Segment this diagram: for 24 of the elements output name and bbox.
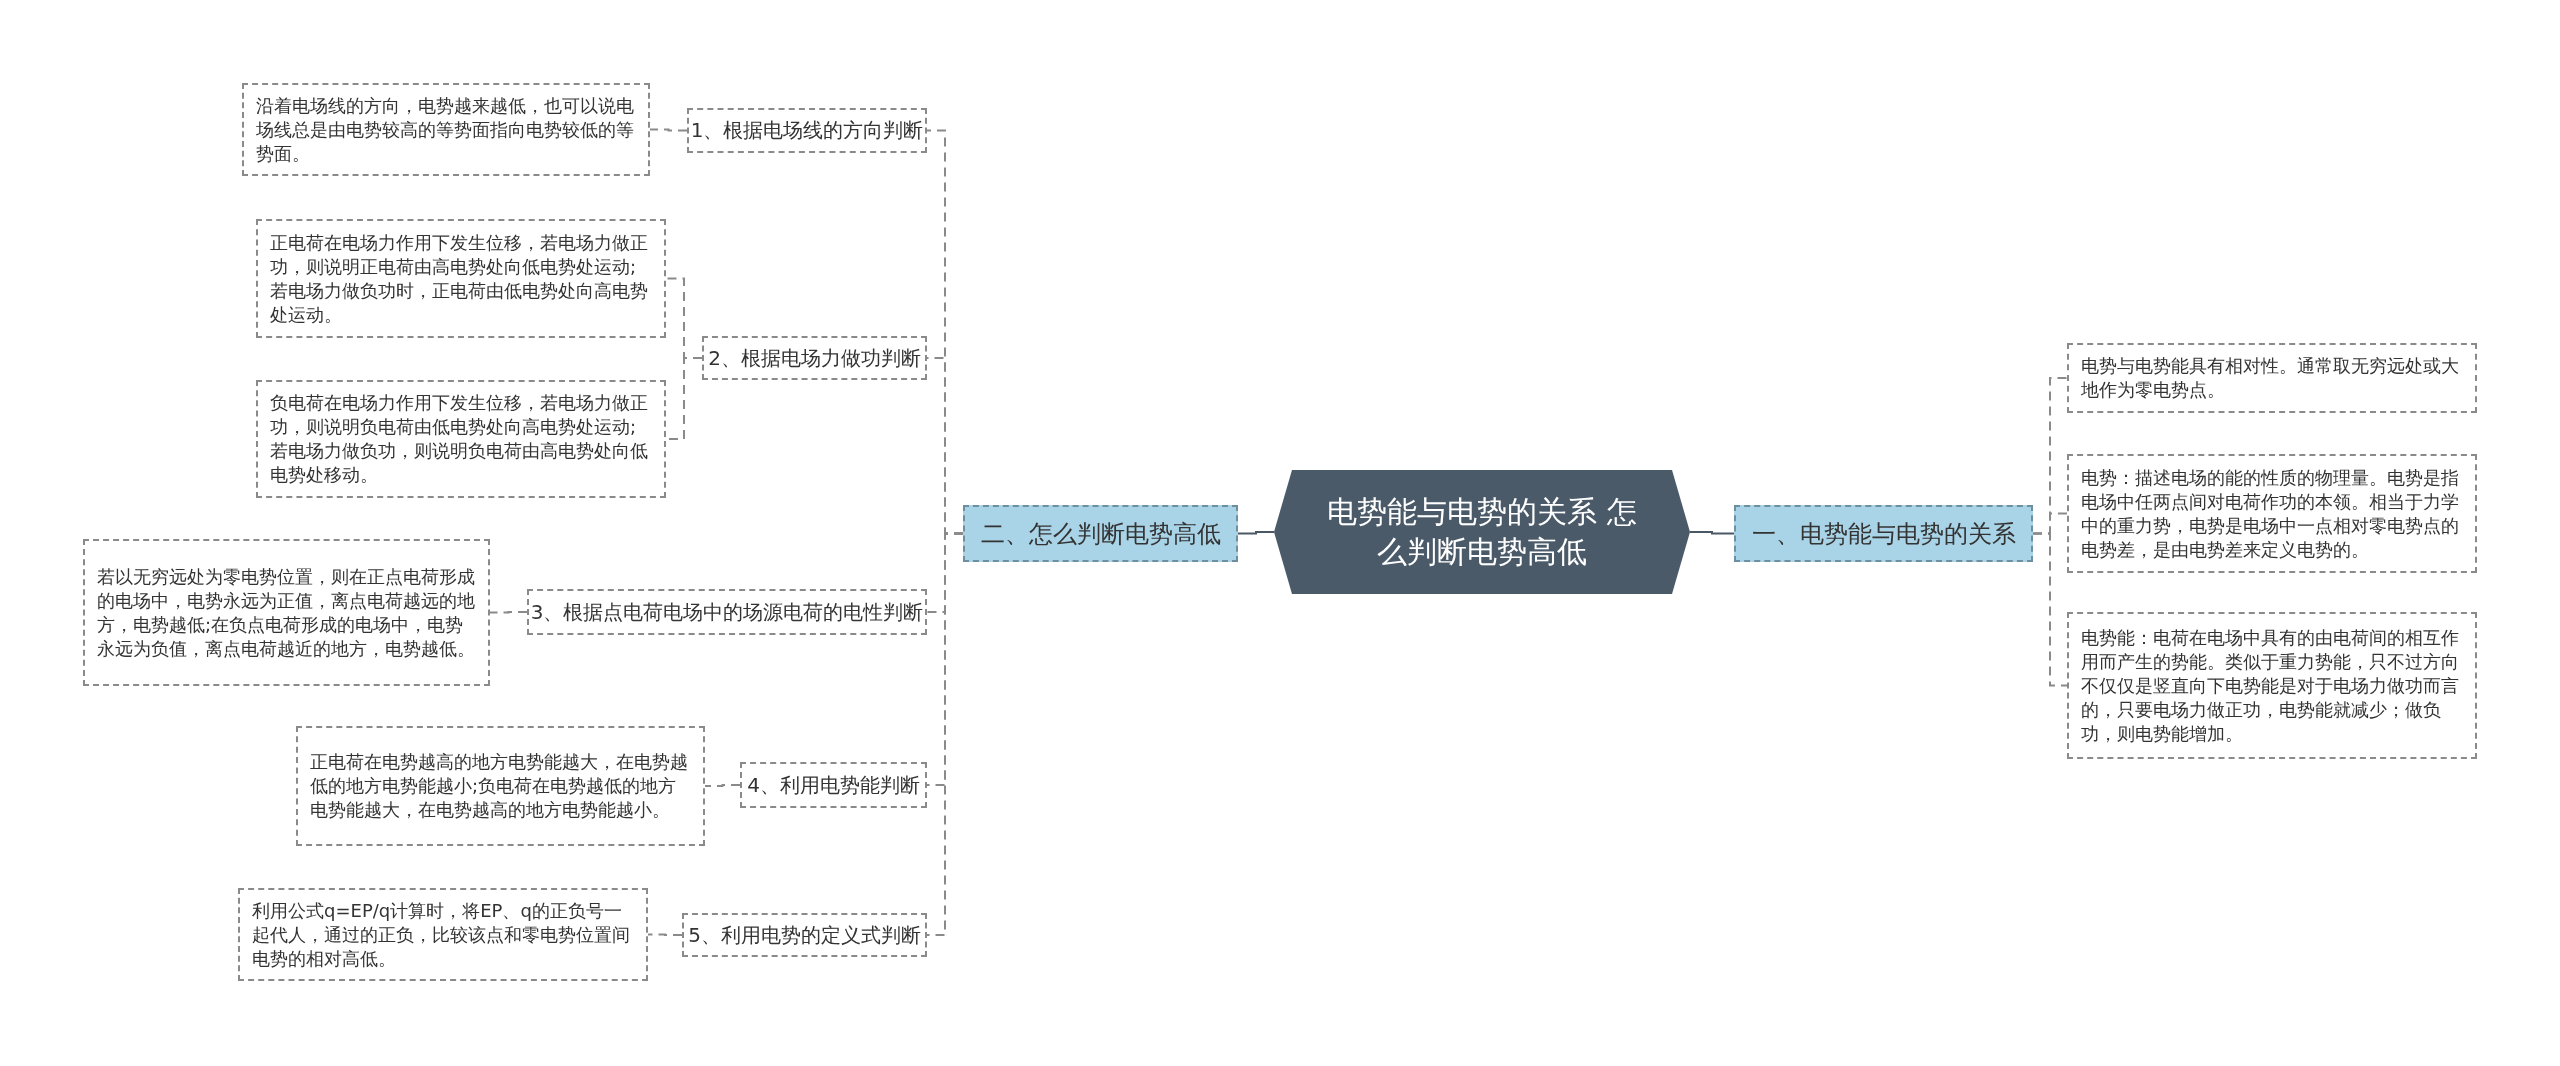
subtopic-box: 3、根据点电荷电场中的场源电荷的电性判断 xyxy=(527,589,927,635)
note-box: 正电荷在电势越高的地方电势能越大，在电势越低的地方电势能越小;负电荷在电势越低的地方电势能越大，在电势越高的地方电势能越小。 xyxy=(296,726,705,846)
connector-line xyxy=(1237,531,1275,535)
note-box: 电势与电势能具有相对性。通常取无穷远处或大地作为零电势点。 xyxy=(2067,343,2477,413)
note-box: 沿着电场线的方向，电势越来越低，也可以说电场线总是由电势较高的等势面指向电势较低的等势面。 xyxy=(242,83,650,176)
branch-box: 一、电势能与电势的关系 xyxy=(1734,505,2033,562)
note-box: 利用公式q=EP/q计算时，将EP、q的正负号一起代人，通过的正负，比较该点和零电势位置间电势的相对高低。 xyxy=(238,888,648,981)
connector-line xyxy=(2032,532,2068,687)
connector-line xyxy=(649,128,688,132)
connector-line xyxy=(1689,531,1735,535)
connector-line xyxy=(647,933,683,936)
note-box: 电势能：电荷在电场中具有的由电荷间的相互作用而产生的势能。类似于重力势能，只不过方向不仅仅是竖直向下电势能是对于电场力做功而言的，只要电场力做正功，电势能就减少；做负功，则电势能增加。 xyxy=(2067,612,2477,759)
note-box: 负电荷在电场力作用下发生位移，若电场力做正功，则说明负电荷由低电势处向高电势处运动;若电场力做负功，则说明负电荷由高电势处向低电势处移动。 xyxy=(256,380,666,498)
connector-line xyxy=(489,611,528,614)
note-box: 电势：描述电场的能的性质的物理量。电势是指电场中任两点间对电荷作功的本领。相当于力学中的重力势，电势是电场中一点相对零电势点的电势差，是由电势差来定义电势的。 xyxy=(2067,454,2477,573)
central-topic: 电势能与电势的关系 怎么判断电势高低 xyxy=(1274,470,1690,594)
note-box: 正电荷在电场力作用下发生位移，若电场力做正功，则说明正电荷由高电势处向低电势处运动;若电场力做负功时，正电荷由低电势处向高电势处运动。 xyxy=(256,219,666,338)
note-box: 若以无穷远处为零电势位置，则在正点电荷形成的电场中，电势永远为正值，离点电荷越远的地方，电势越低;在负点电荷形成的电场中，电势永远为负值，离点电荷越近的地方，电势越低。 xyxy=(83,539,490,686)
subtopic-box: 5、利用电势的定义式判断 xyxy=(682,913,927,957)
subtopic-box: 2、根据电场力做功判断 xyxy=(702,336,927,380)
branch-box: 二、怎么判断电势高低 xyxy=(963,505,1238,562)
connector-line xyxy=(704,784,741,787)
subtopic-box: 1、根据电场线的方向判断 xyxy=(687,108,927,153)
subtopic-box: 4、利用电势能判断 xyxy=(740,762,927,808)
